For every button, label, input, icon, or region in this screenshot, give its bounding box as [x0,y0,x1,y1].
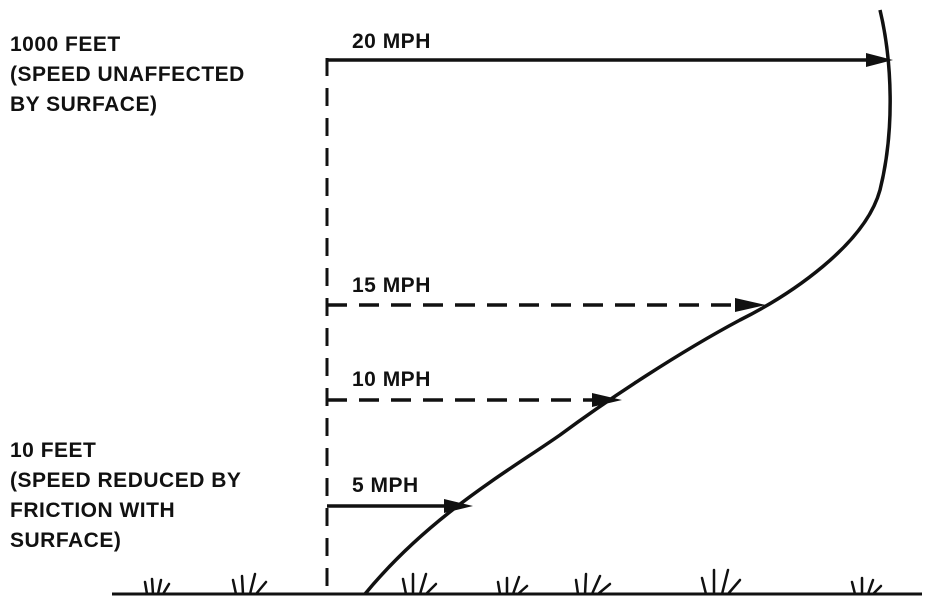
altitude-label-line: 1000 FEET [10,33,121,56]
grass-tufts [143,568,883,596]
arrowhead-10-mph [592,393,622,407]
grass-tuft [850,576,883,596]
altitude-label-line: (SPEED UNAFFECTED [10,63,245,86]
speed-label-20-mph: 20 MPH [352,30,431,53]
arrowhead-20-mph [866,53,893,67]
grass-tuft [231,572,268,596]
wind-profile-curve [363,9,892,596]
altitude-label-line: (SPEED REDUCED BY [10,469,242,492]
grass-tuft [574,572,612,596]
altitude-label-line: BY SURFACE) [10,93,158,116]
altitude-label-line: SURFACE) [10,529,122,552]
grass-tuft [143,577,171,596]
altitude-label-line: 10 FEET [10,439,97,462]
altitude-label-1000-feet: 1000 FEET (SPEED UNAFFECTED BY SURFACE) [10,30,245,120]
arrowhead-5-mph [444,499,473,513]
speed-label-15-mph: 15 MPH [352,274,431,297]
grass-tuft [496,575,529,596]
grass-tuft [700,568,742,596]
altitude-label-10-feet: 10 FEET (SPEED REDUCED BY FRICTION WITH … [10,436,241,556]
arrowhead-15-mph [735,298,766,312]
grass-tuft [401,572,438,596]
altitude-label-line: FRICTION WITH [10,499,176,522]
speed-label-10-mph: 10 MPH [352,368,431,391]
speed-label-5-mph: 5 MPH [352,474,419,497]
